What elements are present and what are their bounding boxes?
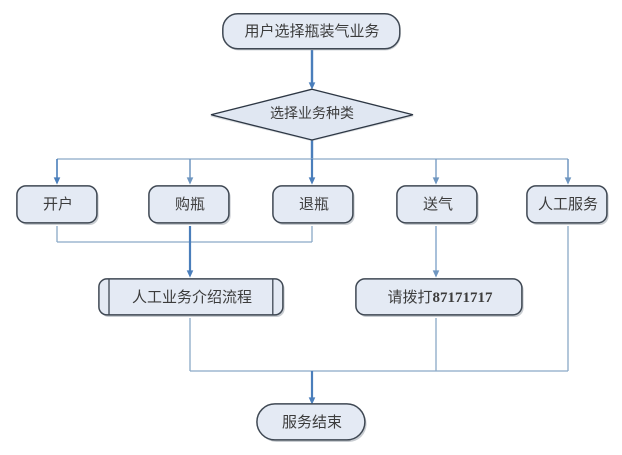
terminator-shape: [222, 13, 401, 51]
process-shape: [16, 185, 99, 225]
node-decision[interactable]: 选择业务种类: [208, 88, 416, 142]
node-end[interactable]: 服务结束: [256, 403, 368, 443]
node-opt3[interactable]: 退瓶: [272, 185, 356, 226]
node-opt2[interactable]: 购瓶: [148, 185, 232, 226]
node-call-label: 请拨打87171717: [387, 290, 492, 307]
call-prefix: 请拨打: [387, 289, 433, 306]
node-opt5-label: 人工服务: [537, 197, 598, 214]
node-opt1[interactable]: 开户: [16, 185, 100, 226]
node-start-label: 用户选择瓶装气业务: [244, 23, 380, 40]
node-opt5[interactable]: 人工服务: [526, 185, 610, 226]
process-shape: [272, 185, 355, 225]
predefined-process-shape: [98, 278, 285, 317]
process-shape: [148, 185, 231, 225]
node-opt3-label: 退瓶: [298, 197, 329, 214]
node-opt2-label: 购瓶: [174, 197, 205, 214]
terminator-shape: [256, 403, 367, 442]
node-opt4-label: 送气: [422, 197, 453, 214]
node-manual-process-label: 人工业务介绍流程: [131, 289, 252, 306]
node-start[interactable]: 用户选择瓶装气业务: [222, 13, 402, 51]
node-decision-label: 选择业务种类: [270, 107, 354, 123]
node-manual-process[interactable]: 人工业务介绍流程: [98, 278, 286, 318]
node-opt4[interactable]: 送气: [396, 185, 480, 226]
node-end-label: 服务结束: [281, 414, 342, 431]
process-shape: [396, 185, 479, 225]
node-call[interactable]: 请拨打87171717: [355, 278, 525, 318]
process-shape: [355, 278, 524, 317]
call-phone-number: 87171717: [432, 289, 493, 306]
node-opt1-label: 开户: [42, 197, 73, 214]
process-shape: [526, 185, 609, 225]
decision-shape: [210, 88, 414, 142]
